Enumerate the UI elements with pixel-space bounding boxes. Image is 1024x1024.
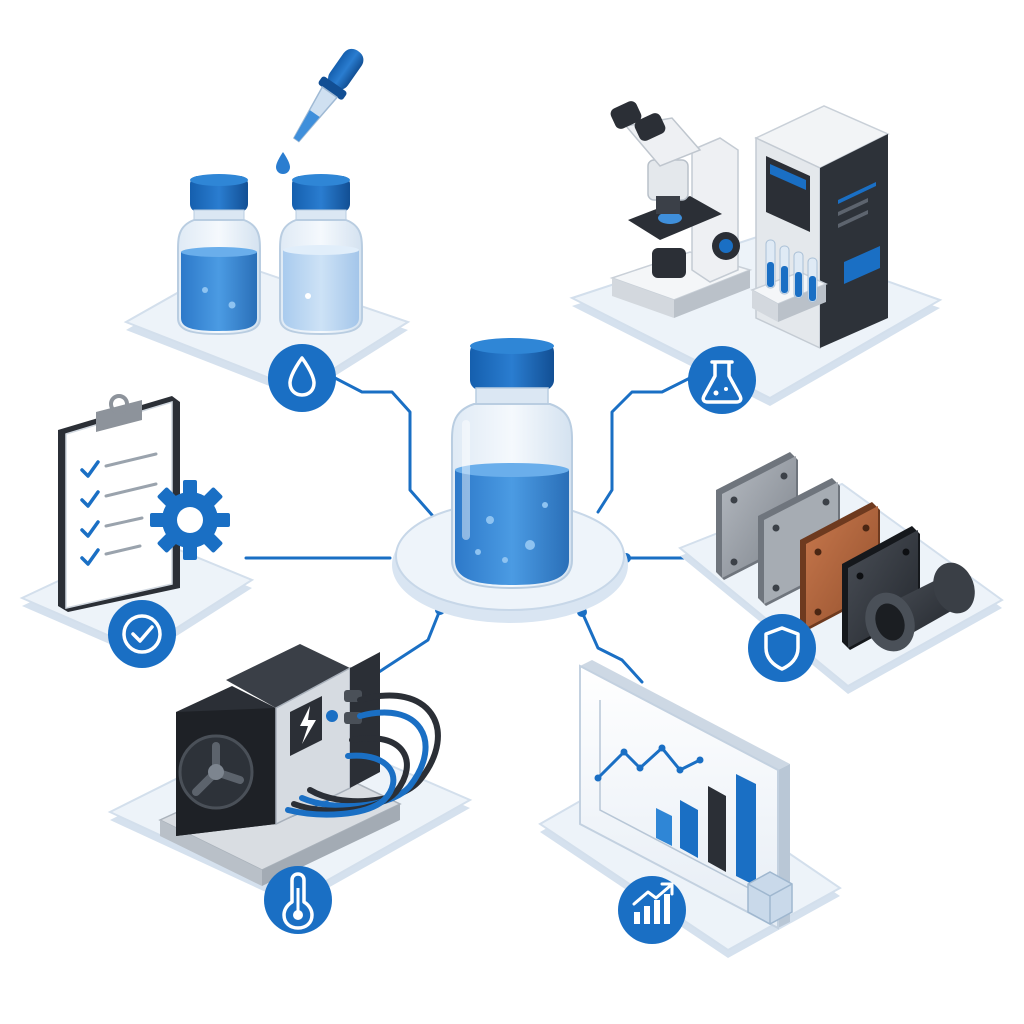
- lightning-bolt-icon: [300, 706, 316, 744]
- shield-icon: [748, 614, 816, 682]
- node-thermal-testing: [107, 644, 473, 934]
- node-quality-checklist: [19, 394, 255, 668]
- connector-data-analysis: [580, 610, 644, 684]
- dropper-icon: [276, 48, 364, 174]
- platform: [123, 260, 411, 392]
- connector-lines: [244, 376, 702, 690]
- gear-icon: [150, 480, 230, 560]
- cooling-unit: [158, 644, 402, 886]
- thermometer-icon: [264, 866, 332, 934]
- flask-icon: [688, 346, 756, 414]
- connector-laboratory-analysis: [596, 376, 692, 514]
- cables: [285, 692, 441, 818]
- node-liquid-samples: [123, 48, 411, 412]
- bar-series: [656, 774, 756, 886]
- test-tubes-icon: [765, 239, 818, 303]
- checklist-items: [80, 452, 158, 566]
- microscope-icon: [609, 101, 753, 318]
- growth-chart-icon: [618, 876, 686, 944]
- analyzer-machine-icon: [750, 105, 890, 350]
- sample-bottle-dark: [177, 174, 261, 336]
- check-circle-icon: [108, 600, 176, 668]
- water-drop-icon: [268, 344, 336, 412]
- bottle-icon: [450, 338, 574, 590]
- node-materials: [678, 452, 1004, 694]
- pipe-icon: [865, 562, 975, 652]
- node-laboratory-analysis: [569, 101, 943, 414]
- sample-bottle-light: [279, 174, 363, 336]
- connector-liquid-samples: [333, 376, 434, 517]
- chart-display-panel: [579, 660, 793, 930]
- center-hub: [392, 338, 628, 623]
- clipboard-icon: [58, 394, 180, 612]
- trend-line: [596, 746, 701, 780]
- node-data-analysis: [538, 660, 842, 958]
